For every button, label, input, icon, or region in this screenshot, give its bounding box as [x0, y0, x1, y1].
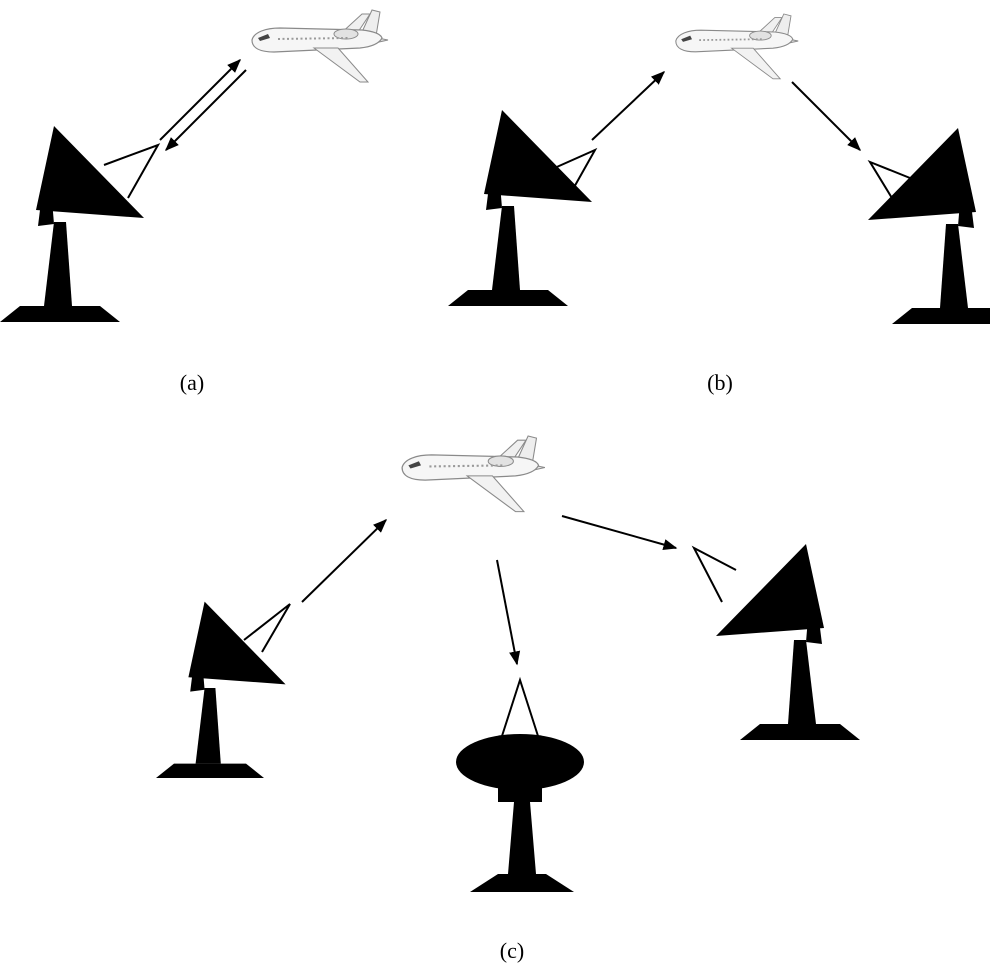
aircraft-icon	[251, 9, 389, 83]
receiver-antenna-c-middle	[456, 676, 584, 892]
transmit-arrow-b	[591, 71, 666, 141]
caption-c: (c)	[500, 938, 524, 963]
transmit-arrow-a	[159, 59, 241, 141]
panel-a: (a)	[0, 9, 389, 395]
caption-b: (b)	[707, 370, 733, 395]
transmitter-antenna-b	[448, 110, 598, 306]
aircraft-icon	[674, 13, 800, 80]
receive-arrow-c-right	[561, 515, 678, 550]
transmit-arrow-c	[301, 519, 388, 603]
panel-c: (c)	[156, 434, 860, 963]
receive-arrow-c-middle	[496, 559, 521, 666]
aircraft-icon	[401, 434, 546, 513]
caption-a: (a)	[180, 370, 204, 395]
ground-antenna-a	[0, 126, 161, 322]
receiver-antenna-b	[867, 128, 990, 324]
transmitter-antenna-c	[156, 601, 291, 778]
receive-arrow-b	[791, 81, 861, 151]
panel-b: (b)	[448, 13, 990, 395]
receiver-antenna-c-right	[691, 544, 860, 740]
echo-arrow-a	[165, 69, 247, 151]
